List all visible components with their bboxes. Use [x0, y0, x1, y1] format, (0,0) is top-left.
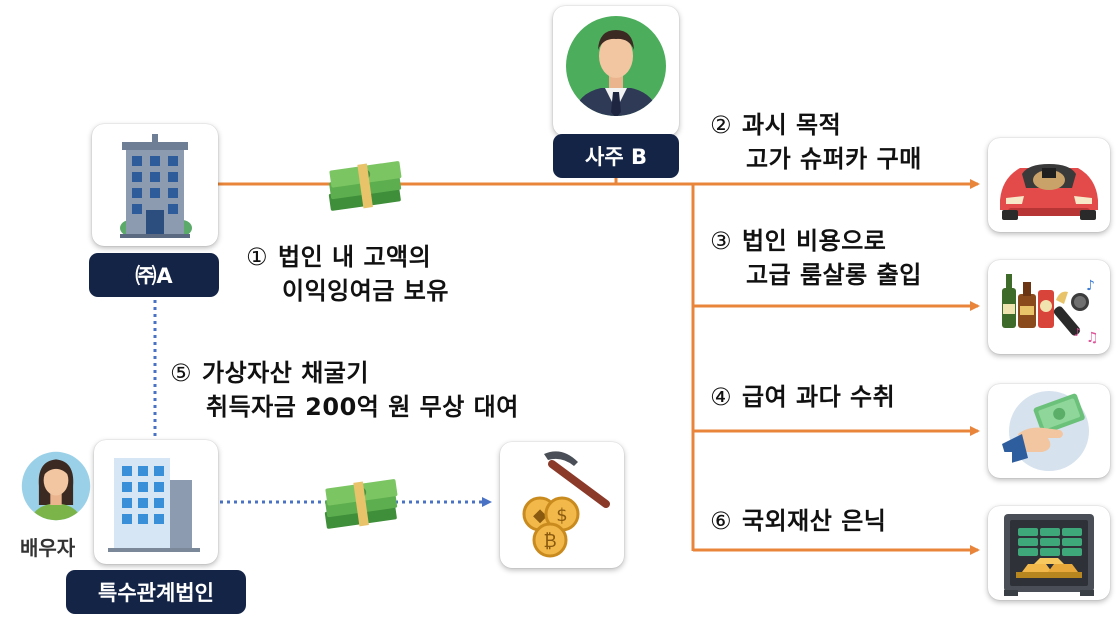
related-corp-label: 특수관계법인 [66, 570, 246, 614]
spouse-label: 배우자 [20, 536, 76, 560]
supercar-card [988, 138, 1110, 232]
owner-b-label: 사주 B [553, 134, 679, 178]
step4-number: ④ [710, 383, 733, 411]
step2-number: ② [710, 111, 733, 139]
company-a-label: ㈜A [89, 253, 219, 297]
woman-avatar-icon [21, 451, 91, 521]
step1-line2: 이익잉여금 보유 [282, 277, 449, 305]
salary-card [988, 384, 1110, 478]
step6-number: ⑥ [710, 507, 733, 535]
svg-text:♪: ♪ [1086, 278, 1095, 294]
step2-line2: 고가 슈퍼카 구매 [746, 145, 922, 173]
step3-number: ③ [710, 227, 733, 255]
safe-gold-icon [1004, 514, 1094, 596]
svg-text:♫: ♫ [1086, 330, 1099, 346]
crypto-mining-card: ◆ $ ₿ [500, 442, 624, 568]
step6-annotation: ⑥ 국외재산 은닉 [710, 504, 886, 538]
money-stack-icon [324, 479, 398, 529]
svg-text:$: $ [556, 505, 567, 526]
step5-annotation: ⑤ 가상자산 채굴기 취득자금 200억 원 무상 대여 [170, 356, 519, 424]
owner-b-card [553, 6, 679, 136]
salary-hand-icon [1002, 391, 1089, 471]
step1-number: ① [246, 243, 269, 271]
liquor-karaoke-icon: ♪ ♫ ♪ [1002, 274, 1099, 346]
related-corp-card [94, 440, 218, 564]
step5-line2: 취득자금 200억 원 무상 대여 [206, 393, 519, 421]
step3-line1: 법인 비용으로 [742, 227, 887, 255]
step5-line1: 가상자산 채굴기 [202, 359, 369, 387]
svg-text:◆: ◆ [533, 505, 547, 526]
step3-annotation: ③ 법인 비용으로 고급 룸살롱 출입 [710, 224, 922, 292]
step5-number: ⑤ [170, 359, 193, 387]
step2-annotation: ② 과시 목적 고가 슈퍼카 구매 [710, 108, 922, 176]
svg-text:♪: ♪ [1074, 326, 1081, 339]
offshore-card [988, 506, 1110, 600]
crypto-mining-icon: ◆ $ ₿ [522, 451, 610, 558]
sports-car-icon [1000, 164, 1098, 220]
roomsalon-card: ♪ ♫ ♪ [988, 260, 1110, 354]
step1-annotation: ① 법인 내 고액의 이익잉여금 보유 [246, 240, 449, 308]
svg-text:₿: ₿ [543, 531, 556, 552]
building-icon [120, 134, 192, 238]
step4-annotation: ④ 급여 과다 수취 [710, 380, 895, 414]
step1-line1: 법인 내 고액의 [278, 243, 432, 271]
step6-line1: 국외재산 은닉 [742, 507, 887, 535]
money-stack-icon [328, 161, 402, 211]
office-building-icon [108, 458, 200, 552]
step3-line2: 고급 룸살롱 출입 [746, 261, 922, 289]
company-a-card [92, 124, 218, 246]
businessman-icon [566, 16, 666, 116]
step2-line1: 과시 목적 [742, 111, 842, 139]
step4-line1: 급여 과다 수취 [742, 383, 896, 411]
